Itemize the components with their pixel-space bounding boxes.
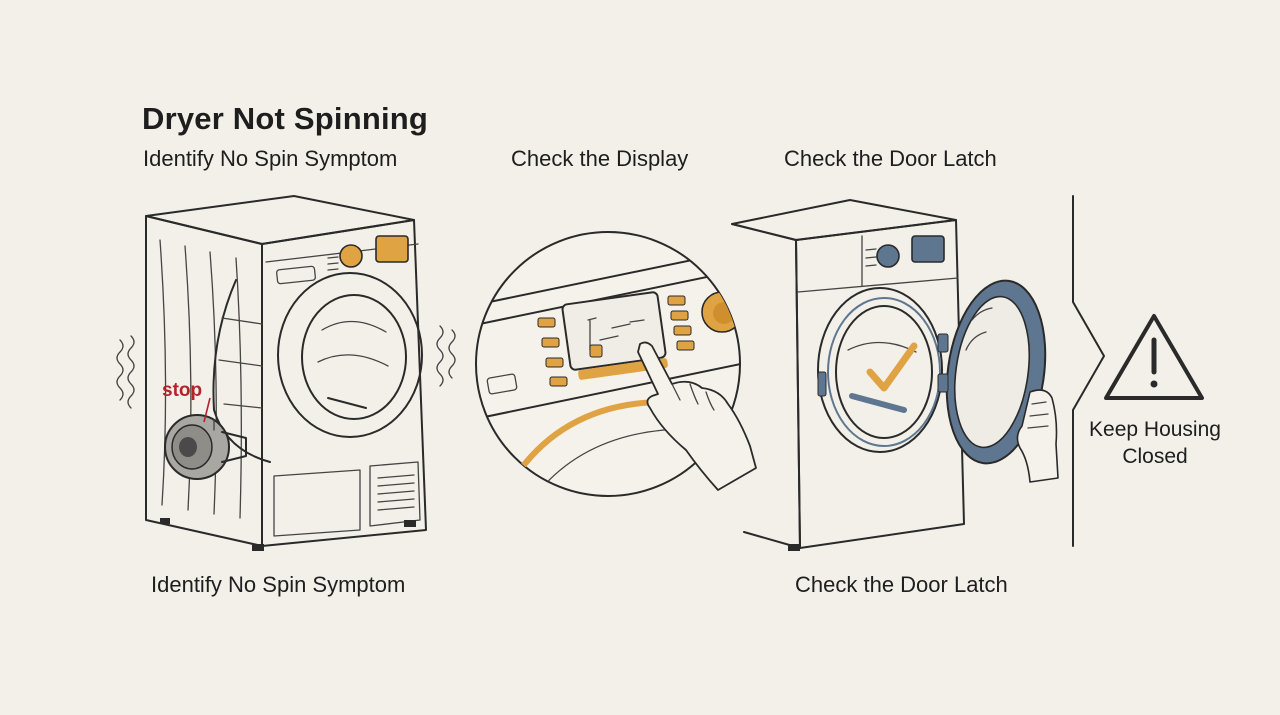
warning-triangle-icon	[1104, 314, 1204, 400]
hand-holding-door-icon	[1016, 389, 1059, 483]
page-title: Dryer Not Spinning	[142, 101, 429, 136]
checkmark-icon	[866, 342, 918, 392]
open-door-dryer-illustration	[731, 199, 1059, 551]
step3-caption-bottom: Check the Door Latch	[795, 572, 1008, 597]
step3-caption-top: Check the Door Latch	[784, 146, 997, 171]
display-panel-closeup	[475, 231, 757, 497]
step1-caption-bottom: Identify No Spin Symptom	[151, 572, 406, 597]
warning-label-line2: Closed	[1122, 445, 1188, 468]
step2-caption-top: Check the Display	[511, 146, 689, 171]
step1-caption-top: Identify No Spin Symptom	[143, 146, 398, 171]
stop-label: stop	[162, 380, 202, 401]
motor-pulley	[164, 414, 247, 480]
hand-pointing-icon	[637, 341, 757, 491]
dryer-illustration: stop	[116, 195, 456, 551]
warning-label: Keep Housing Closed	[1070, 416, 1240, 470]
warning-label-line1: Keep Housing	[1089, 418, 1221, 441]
